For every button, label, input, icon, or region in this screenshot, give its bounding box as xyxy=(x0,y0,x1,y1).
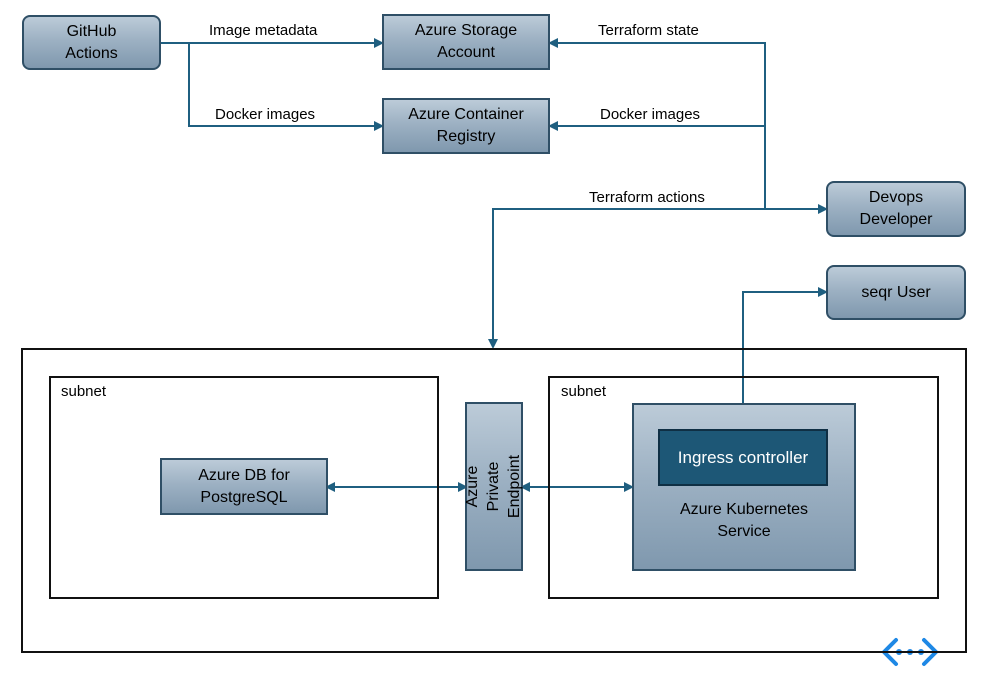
aks-label: Azure Kubernetes Service xyxy=(679,501,809,540)
label-docker-images-ci: Docker images xyxy=(215,106,316,123)
private-endpoint-label: Azure Private Endpoint xyxy=(464,454,524,519)
edge-terraform-state xyxy=(548,38,766,209)
label-docker-images-dev: Docker images xyxy=(600,106,701,123)
label-terraform-state: Terraform state xyxy=(598,22,699,39)
private-endpoint-node[interactable]: Azure Private Endpoint xyxy=(464,402,524,571)
subnet-right-label: subnet xyxy=(561,383,607,400)
label-image-metadata: Image metadata xyxy=(209,22,318,39)
subnet-right xyxy=(548,376,939,599)
storage-account-node[interactable]: Azure Storage Account xyxy=(382,14,550,70)
edge-terraform-actions xyxy=(488,204,828,349)
storage-account-label: Azure Storage Account xyxy=(414,22,518,61)
edge-seqr-ingress xyxy=(738,287,828,431)
edge-docker-images-ci xyxy=(188,43,384,131)
subnet-left xyxy=(49,376,439,599)
virtual-network-frame xyxy=(21,348,967,653)
ingress-controller-label: Ingress controller xyxy=(677,447,809,467)
seqr-user-node[interactable]: seqr User xyxy=(826,265,966,320)
container-registry-node[interactable]: Azure Container Registry xyxy=(382,98,550,154)
github-actions-node[interactable]: GitHub Actions xyxy=(22,15,161,70)
subnet-left-label: subnet xyxy=(61,383,107,400)
devops-developer-node[interactable]: Devops Developer xyxy=(826,181,966,237)
postgres-label: Azure DB for PostgreSQL xyxy=(198,466,290,506)
label-terraform-actions: Terraform actions xyxy=(589,189,705,206)
devops-developer-label: Devops Developer xyxy=(859,189,933,228)
container-registry-label: Azure Container Registry xyxy=(408,106,524,145)
github-actions-label: GitHub Actions xyxy=(65,22,118,62)
ingress-controller-node[interactable]: Ingress controller xyxy=(658,429,828,486)
seqr-user-label: seqr User xyxy=(861,283,931,301)
postgres-node[interactable]: Azure DB for PostgreSQL xyxy=(160,458,328,515)
